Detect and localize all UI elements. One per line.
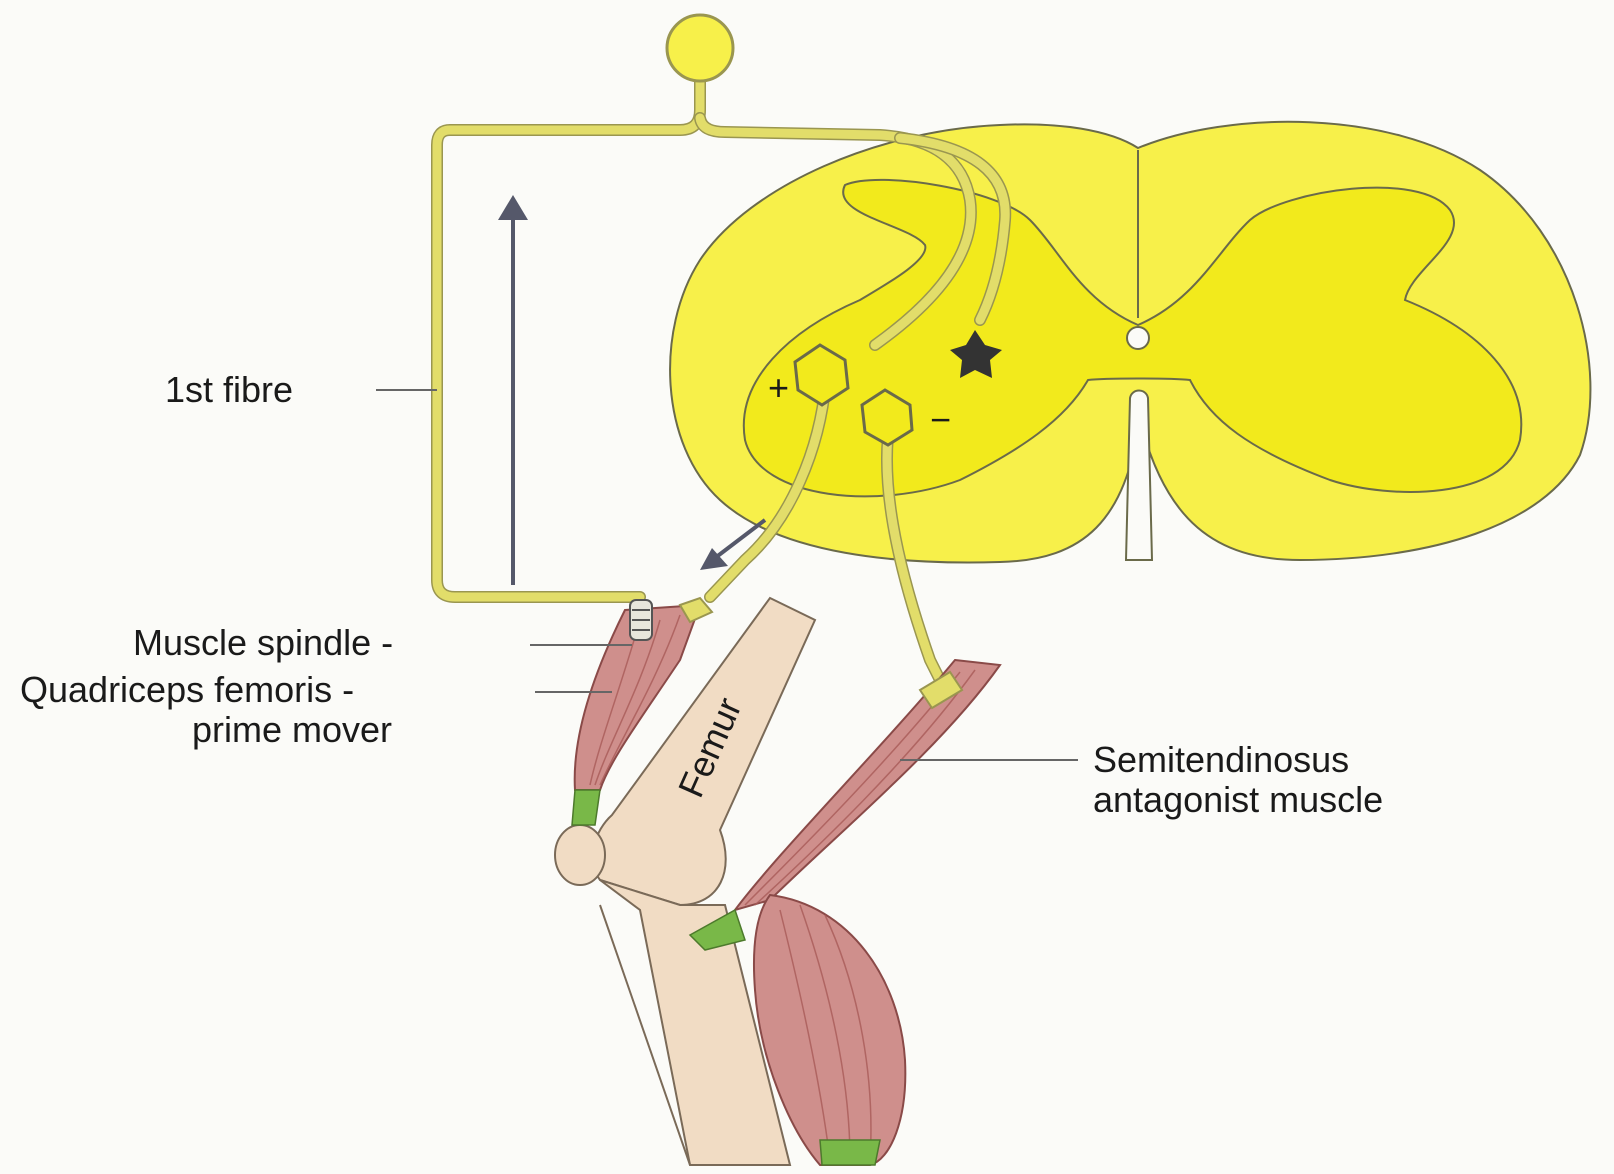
quadriceps-role-label: prime mover <box>192 709 392 750</box>
plus-sign: + <box>768 367 789 408</box>
leg-anatomy: Femur <box>555 598 1000 1165</box>
spinal-cord-cross-section <box>670 122 1590 563</box>
minus-sign: − <box>930 399 951 440</box>
patella <box>555 825 605 885</box>
central-canal <box>1127 327 1149 349</box>
muscle-spindle <box>630 600 652 640</box>
first-fibre-label: 1st fibre <box>165 369 293 410</box>
semitendinosus-label: Semitendinosus <box>1093 739 1349 780</box>
quadriceps-tendon <box>572 790 600 825</box>
calf-tendon <box>820 1140 880 1165</box>
sensory-cell-body <box>667 15 733 81</box>
muscle-spindle-label: Muscle spindle - <box>133 622 393 663</box>
semitendinosus-role-label: antagonist muscle <box>1093 779 1383 820</box>
quadriceps-label: Quadriceps femoris - <box>20 669 354 710</box>
anterior-median-fissure <box>1126 391 1152 561</box>
afferent-arrow-head <box>498 195 528 220</box>
